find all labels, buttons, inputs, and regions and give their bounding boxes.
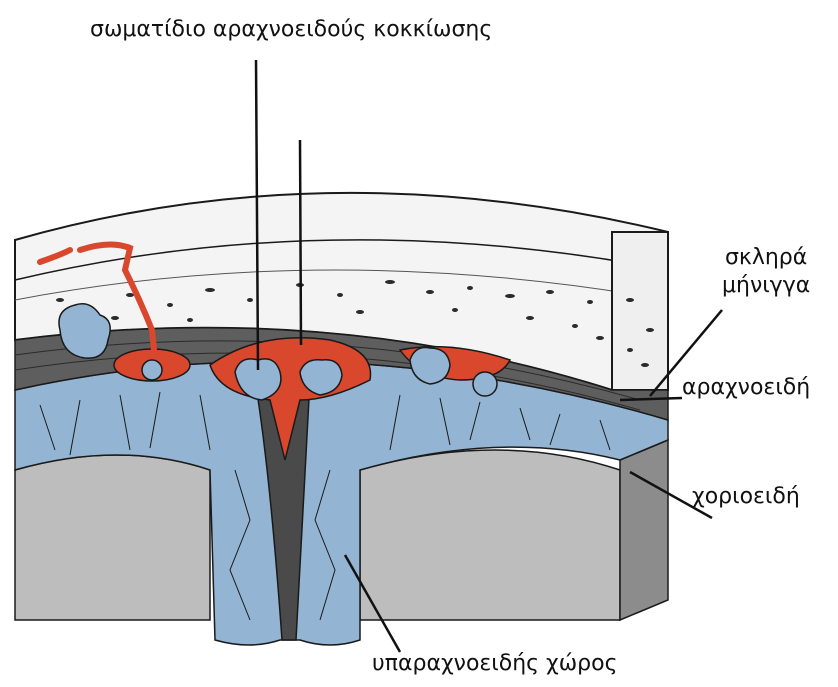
label-pia-mater: χοριοειδή	[692, 483, 800, 511]
label-dura-mater: σκληρά μήνιγγα	[722, 244, 810, 299]
label-arachnoid: αραχνοειδή	[682, 374, 810, 402]
label-dura-line1: σκληρά	[722, 244, 810, 272]
label-arachnoid-granulation: σωματίδιο αραχνοειδούς κοκκίωσης	[90, 16, 492, 44]
label-dura-line2: μήνιγγα	[722, 272, 810, 300]
label-subarachnoid-space: υπαραχνοειδής χώρος	[372, 650, 618, 678]
leader-granulation-2	[300, 140, 301, 345]
